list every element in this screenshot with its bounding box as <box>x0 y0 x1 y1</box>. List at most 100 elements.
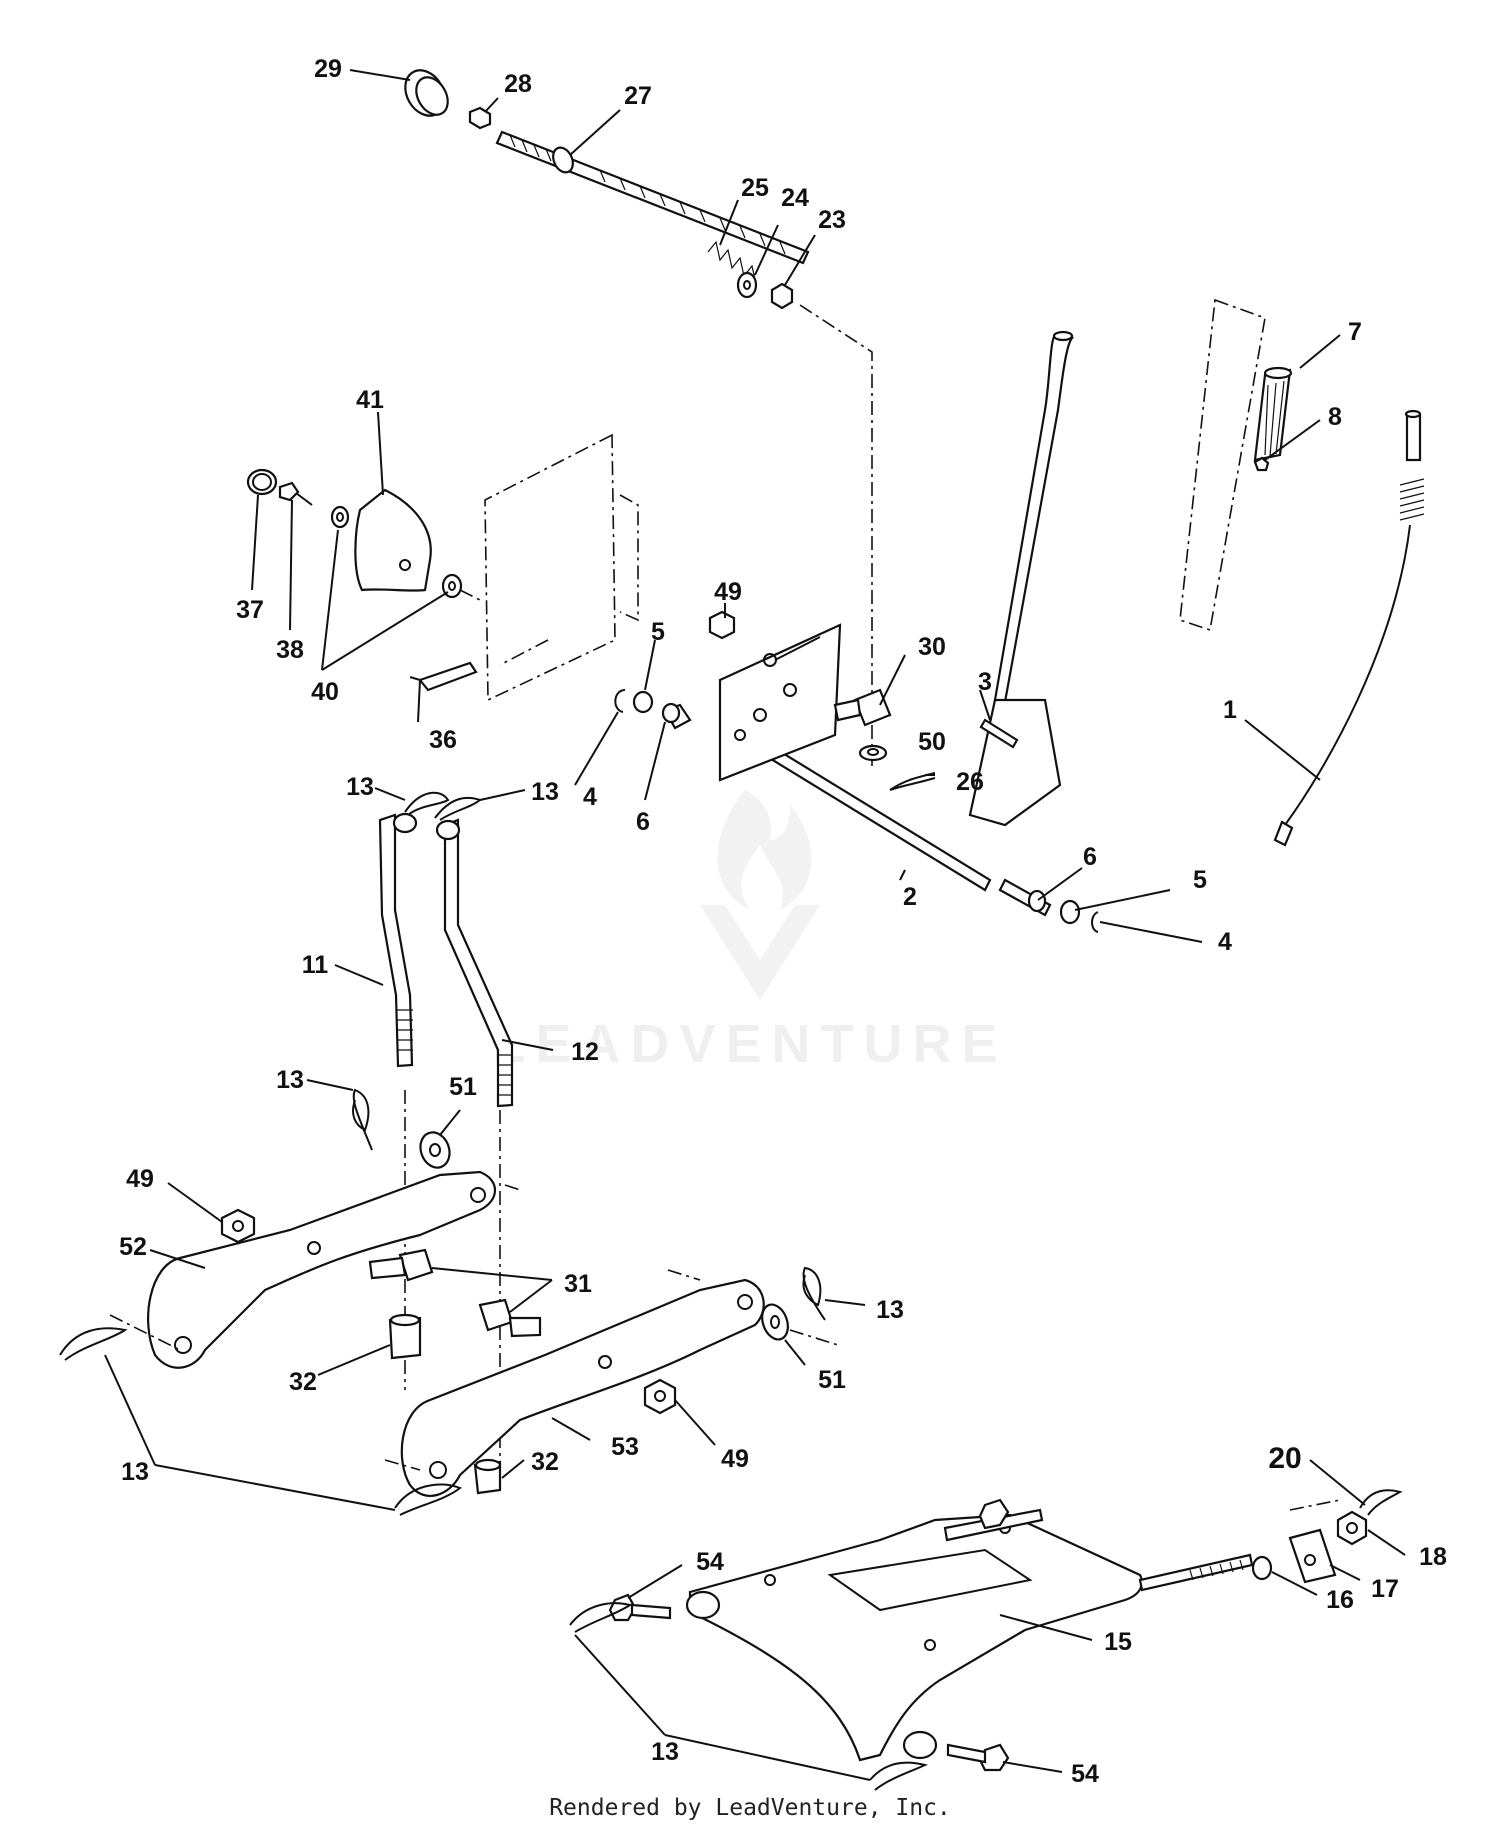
washer-24 <box>736 271 758 299</box>
nut-23 <box>770 282 794 310</box>
lift-arm-52 <box>147 1170 497 1369</box>
threaded-rod-15 <box>943 1498 1254 1592</box>
centerline-52b <box>504 1184 521 1191</box>
callout-12: 12 <box>571 1038 599 1066</box>
callout-51-right: 51 <box>818 1366 846 1394</box>
cable-1 <box>1273 409 1425 847</box>
callout-49-left: 49 <box>126 1165 154 1193</box>
callout-30: 30 <box>918 633 946 661</box>
centerline-36 <box>499 639 549 666</box>
callout-24: 24 <box>781 184 809 212</box>
callout-4-right: 4 <box>1218 928 1232 956</box>
hairpin-13e <box>802 1266 826 1321</box>
callout-15: 15 <box>1104 1628 1132 1656</box>
front-hanger-15 <box>685 1513 1143 1762</box>
bolt-38 <box>278 481 313 506</box>
spring-25 <box>707 240 757 285</box>
callout-7: 7 <box>1348 318 1362 346</box>
callout-50: 50 <box>918 728 946 756</box>
centerline-53 <box>667 1269 701 1281</box>
trunnion-30 <box>833 688 892 727</box>
watermark: LEADVENTURE <box>492 790 1007 1074</box>
callout-28: 28 <box>504 70 532 98</box>
footer-credit: Rendered by LeadVenture, Inc. <box>549 1795 951 1821</box>
lift-link-11 <box>378 812 418 1068</box>
cam-plate-41 <box>354 488 432 592</box>
knob-29 <box>404 69 449 117</box>
callout-32-bottom: 32 <box>531 1448 559 1476</box>
callout-labels: 29 28 27 25 24 23 41 7 8 37 38 40 49 5 3… <box>119 55 1447 1788</box>
callout-1: 1 <box>1223 696 1237 724</box>
callout-20: 20 <box>1268 1442 1301 1475</box>
callout-16: 16 <box>1326 1586 1354 1614</box>
pivot-bracket <box>718 623 842 782</box>
lift-handle-2 <box>734 330 1075 917</box>
callout-51-top: 51 <box>449 1073 477 1101</box>
callout-13-top-right: 13 <box>531 778 559 806</box>
pin-54b <box>946 1743 1010 1772</box>
centerline-40 <box>459 589 481 601</box>
callout-25: 25 <box>741 174 769 202</box>
lift-arm-53 <box>400 1278 765 1497</box>
frame-phantom <box>484 433 616 702</box>
callout-6-right: 6 <box>1083 843 1097 871</box>
pin-54a <box>608 1593 672 1622</box>
callout-41: 41 <box>356 386 384 414</box>
pin-3 <box>979 718 1019 749</box>
callout-54-top: 54 <box>696 1548 724 1576</box>
callout-27: 27 <box>624 82 652 110</box>
hairpin-13g <box>569 1602 633 1633</box>
nut-28 <box>468 106 492 130</box>
callout-40: 40 <box>311 678 339 706</box>
callout-23: 23 <box>818 206 846 234</box>
callout-8: 8 <box>1328 403 1342 431</box>
callout-13-bottom-left: 13 <box>121 1458 149 1486</box>
watermark-text: LEADVENTURE <box>492 1014 1007 1074</box>
nut-49b <box>220 1208 256 1244</box>
trunnion-31a <box>368 1248 434 1282</box>
hairpin-13c <box>352 1088 373 1151</box>
threaded-rod-27 <box>495 130 810 265</box>
callout-38: 38 <box>276 636 304 664</box>
callout-18: 18 <box>1419 1543 1447 1571</box>
leader-lines <box>104 69 1406 1781</box>
hairpin-13f <box>394 1483 462 1516</box>
hairpin-13b <box>434 796 483 821</box>
bushing-32a <box>388 1313 422 1360</box>
trunnion-31b <box>478 1298 542 1338</box>
callout-17: 17 <box>1371 1575 1399 1603</box>
callout-54-bottom: 54 <box>1071 1760 1099 1788</box>
clip-37 <box>246 468 278 496</box>
washer-5a <box>632 690 654 714</box>
washer-5b <box>1059 899 1081 925</box>
clip-4a <box>614 689 626 713</box>
callout-26: 26 <box>956 768 984 796</box>
nut-49a <box>708 610 736 640</box>
callout-49-top: 49 <box>714 578 742 606</box>
callout-6-left: 6 <box>636 808 650 836</box>
bushing-6b <box>1027 889 1047 913</box>
callout-13-mid: 13 <box>276 1066 304 1094</box>
callout-37: 37 <box>236 596 264 624</box>
bushing-32b <box>473 1458 502 1495</box>
frame-phantom-2 <box>619 494 639 622</box>
callout-4-left: 4 <box>583 783 597 811</box>
callout-49-bottom: 49 <box>721 1445 749 1473</box>
grip-7 <box>1253 366 1293 462</box>
washer-51b <box>761 1303 789 1341</box>
hairpin-20 <box>1359 1489 1403 1516</box>
handle-phantom <box>1179 298 1266 632</box>
washer-16 <box>1251 1555 1273 1581</box>
centerline-53b <box>789 1329 839 1346</box>
spring-clip-36 <box>409 661 478 692</box>
callout-5-right: 5 <box>1193 866 1207 894</box>
hairpin-13a <box>404 791 450 816</box>
hairpin-13d <box>59 1327 128 1361</box>
callout-52: 52 <box>119 1233 147 1261</box>
callout-13-right: 13 <box>876 1296 904 1324</box>
callout-32-top: 32 <box>289 1368 317 1396</box>
lift-link-12 <box>435 818 514 1108</box>
callout-3: 3 <box>978 668 992 696</box>
centerline-20 <box>1289 1499 1341 1511</box>
